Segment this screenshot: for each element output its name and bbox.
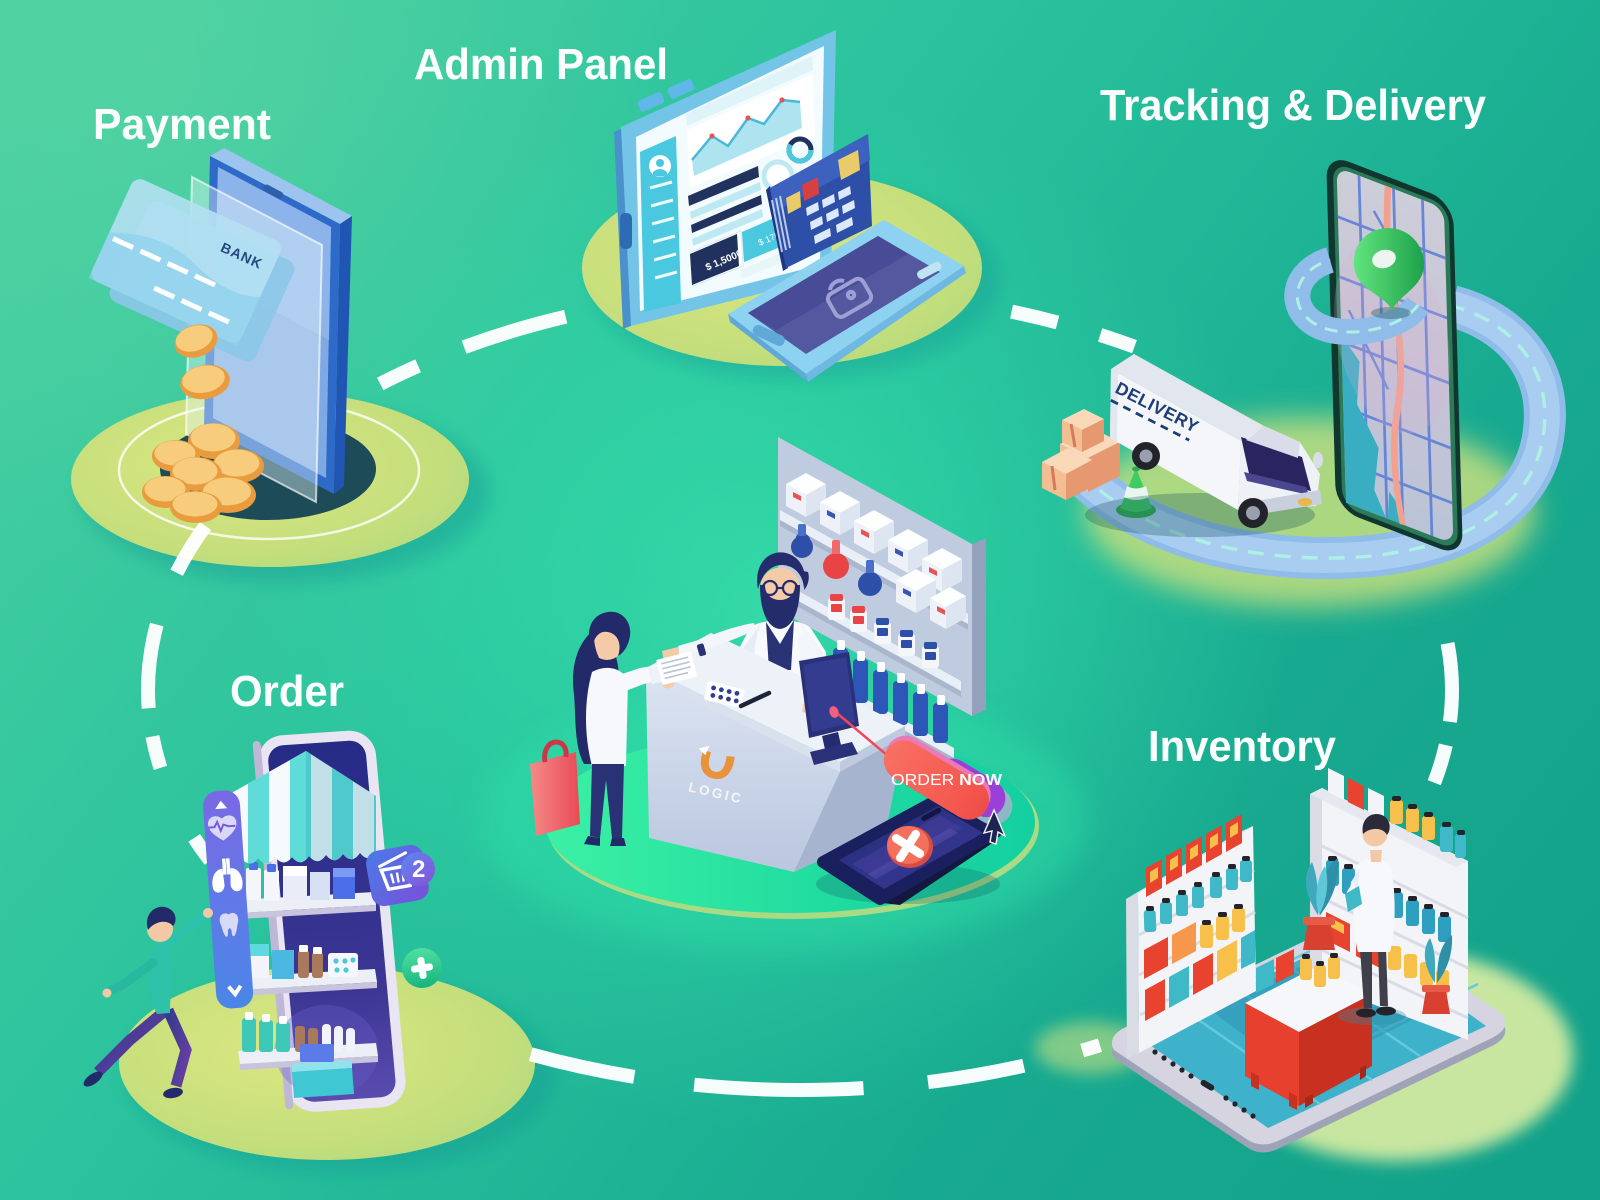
svg-text:Admin Panel: Admin Panel <box>414 40 668 89</box>
svg-text:Tracking & Delivery: Tracking & Delivery <box>1100 81 1486 130</box>
svg-text:ORDER NOW: ORDER NOW <box>891 772 1002 789</box>
svg-text:Payment: Payment <box>93 100 271 149</box>
svg-text:Order: Order <box>230 667 344 716</box>
svg-text:2: 2 <box>412 856 425 883</box>
svg-text:Inventory: Inventory <box>1148 722 1336 771</box>
